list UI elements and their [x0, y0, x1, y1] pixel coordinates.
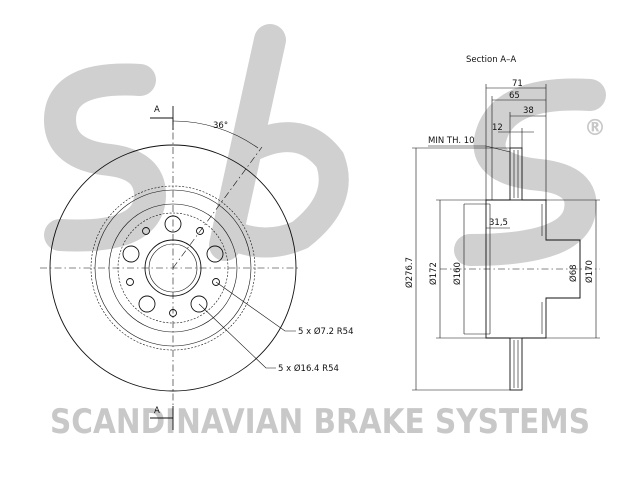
leader-stud-holes: [198, 303, 276, 369]
section-marker-top: A: [154, 105, 160, 115]
callout-bolt-holes: 5 x Ø7.2 R54: [298, 326, 353, 337]
dim-68: Ø68: [568, 264, 579, 282]
leader-bolt-holes: [215, 281, 296, 332]
dim-160: Ø160: [452, 262, 463, 285]
dim-276-7: Ø276.7: [404, 257, 415, 288]
bolt-hole: [212, 278, 220, 286]
stud-hole: [190, 295, 208, 313]
bolt-hole: [126, 278, 134, 286]
angle-label: 36°: [213, 121, 228, 131]
sbs-logo-watermark: ®: [43, 24, 606, 266]
dim-170: Ø170: [584, 260, 595, 283]
dim-12: 12: [492, 123, 503, 133]
section-marker-bottom: A: [154, 406, 160, 416]
section-title: Section A–A: [466, 55, 516, 65]
friction-ring-bottom: [509, 337, 523, 391]
dim-31-5: 31,5: [489, 218, 508, 228]
disc-front-view: 36° A A 5 x Ø7.2 R54 5 x Ø16.4 R54: [40, 105, 353, 430]
disc-section-view: Section A–A 71 65 38 12 MIN TH. 10: [404, 55, 600, 391]
stud-hole: [138, 295, 156, 313]
angle-centerline: [172, 146, 263, 269]
dim-71: 71: [512, 79, 523, 89]
company-name-watermark: SCANDINAVIAN BRAKE SYSTEMS: [50, 402, 590, 442]
stud-hole: [206, 245, 224, 263]
min-thickness: MIN TH. 10: [428, 136, 475, 146]
registered-mark: ®: [584, 116, 606, 141]
callout-stud-holes: 5 x Ø16.4 R54: [278, 363, 339, 374]
leader-min-th: [428, 145, 511, 153]
stud-hole: [122, 245, 140, 263]
angle-arc: [172, 120, 259, 149]
bolt-hole: [142, 227, 150, 235]
dim-172: Ø172: [428, 262, 439, 285]
dim-38: 38: [523, 106, 534, 116]
dim-65: 65: [509, 91, 520, 101]
friction-ring-top: [509, 147, 523, 201]
bolt-hole: [196, 227, 204, 235]
